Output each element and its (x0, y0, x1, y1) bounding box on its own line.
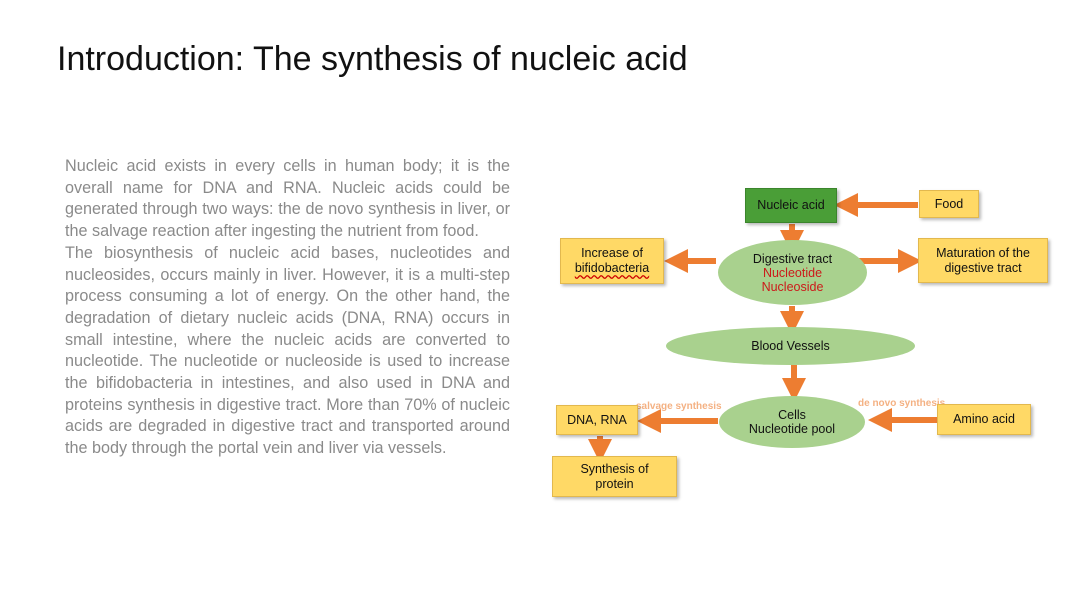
blood-vessels-ellipse: Blood Vessels (666, 327, 915, 365)
increase-bifidobacteria-box: Increase of bifidobacteria (560, 238, 664, 284)
maturation-label-line1: Maturation of the (936, 245, 1030, 260)
nucleotide-pool-label: Nucleotide pool (748, 422, 836, 436)
amino-acid-box: Amino acid (937, 404, 1031, 435)
cells-ellipse: Cells Nucleotide pool (719, 396, 865, 448)
synthesis-protein-box: Synthesis of protein (552, 456, 677, 497)
food-box: Food (919, 190, 979, 218)
de-novo-synthesis-label: de novo synthesis (858, 398, 946, 409)
digestive-tract-label: Digestive tract (752, 251, 833, 266)
protein-label-line2: protein (595, 476, 634, 491)
maturation-label-line2: digestive tract (944, 260, 1022, 275)
slide-title: Introduction: The synthesis of nucleic a… (57, 40, 688, 78)
blood-vessels-label: Blood Vessels (751, 339, 830, 353)
digestive-tract-ellipse: Digestive tract Nucleotide Nucleoside (718, 240, 867, 305)
dna-rna-label: DNA, RNA (567, 412, 627, 427)
maturation-box: Maturation of the digestive tract (918, 238, 1048, 283)
increase-label-line2: bifidobacteria (574, 261, 650, 275)
protein-label-line1: Synthesis of (580, 461, 649, 476)
nucleotide-label: Nucleotide (762, 265, 823, 280)
paragraph-2: The biosynthesis of nucleic acid bases, … (65, 243, 510, 458)
food-label: Food (934, 196, 964, 211)
paragraph-1: Nucleic acid exists in every cells in hu… (65, 157, 510, 241)
nucleic-acid-label: Nucleic acid (757, 198, 825, 212)
nucleoside-label: Nucleoside (761, 279, 824, 294)
salvage-synthesis-label: salvage synthesis (636, 401, 722, 412)
increase-label-line1: Increase of (581, 246, 643, 260)
dna-rna-box: DNA, RNA (556, 405, 638, 435)
amino-acid-label: Amino acid (953, 412, 1015, 426)
body-text: Nucleic acid exists in every cells in hu… (65, 156, 510, 460)
cells-label: Cells (778, 408, 806, 422)
nucleic-acid-box: Nucleic acid (745, 188, 837, 223)
